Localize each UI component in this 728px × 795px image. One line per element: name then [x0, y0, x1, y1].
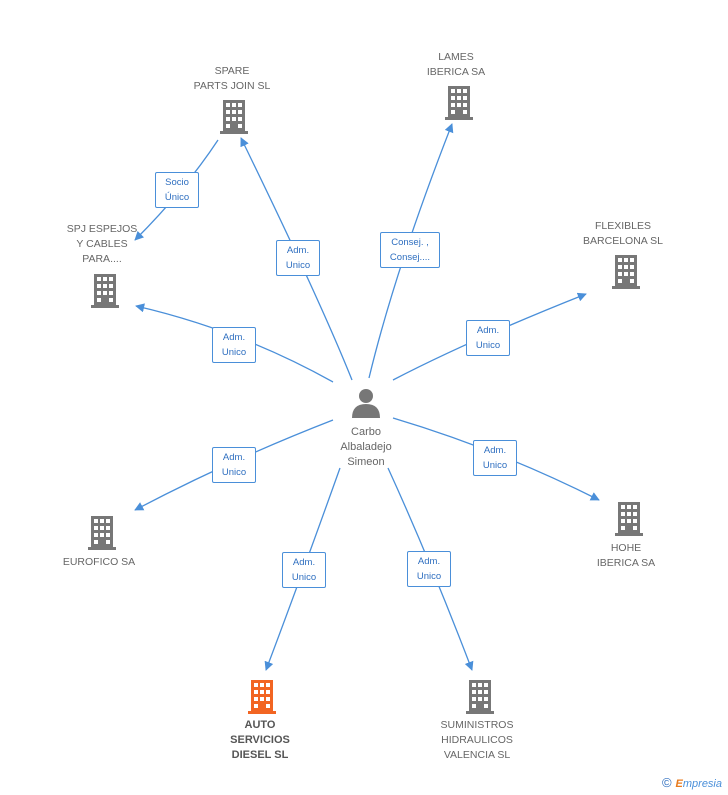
company-name-suministros[interactable]: SUMINISTROS HIDRAULICOS VALENCIA SL: [440, 719, 514, 761]
person-name[interactable]: Carbo Albaladejo Simeon: [340, 426, 392, 468]
company-name-lames[interactable]: LAMES IBERICA SA: [426, 51, 486, 78]
company-name-hohe[interactable]: HOHE IBERICA SA: [596, 542, 656, 569]
building-icon-hohe[interactable]: [615, 502, 643, 536]
relation-label-person-auto[interactable]: Adm. Unico: [282, 552, 326, 588]
relation-label-person-spare[interactable]: Adm. Unico: [276, 240, 320, 276]
building-icon-lames[interactable]: [445, 86, 473, 120]
brand-initial: E: [675, 778, 683, 790]
edge-person-spare: [240, 137, 353, 381]
brand-name: mpresia: [682, 778, 722, 790]
company-name-auto[interactable]: AUTO SERVICIOS DIESEL SL: [230, 719, 290, 761]
relation-label-spare-spj[interactable]: Socio Único: [155, 172, 199, 208]
empresia-footer: ©Empresia: [662, 775, 722, 790]
copyright-icon: ©: [661, 775, 672, 790]
relation-label-person-lames[interactable]: Consej. , Consej....: [380, 232, 440, 268]
person-icon[interactable]: [352, 389, 380, 418]
building-icon-spj[interactable]: [91, 274, 119, 308]
building-icon-suministros[interactable]: [466, 680, 494, 714]
company-name-spare[interactable]: SPARE PARTS JOIN SL: [193, 65, 271, 92]
building-icon-spare[interactable]: [220, 100, 248, 134]
company-name-spj[interactable]: SPJ ESPEJOS Y CABLES PARA....: [66, 223, 138, 265]
relation-label-person-spj[interactable]: Adm. Unico: [212, 327, 256, 363]
relation-label-person-eurofico[interactable]: Adm. Unico: [212, 447, 256, 483]
relation-label-person-suministros[interactable]: Adm. Unico: [407, 551, 451, 587]
building-icon-eurofico[interactable]: [88, 516, 116, 550]
company-name-eurofico[interactable]: EUROFICO SA: [62, 556, 136, 568]
building-icon-auto[interactable]: [248, 680, 276, 714]
relation-label-person-flexibles[interactable]: Adm. Unico: [466, 320, 510, 356]
relation-label-person-hohe[interactable]: Adm. Unico: [473, 440, 517, 476]
company-name-flexibles[interactable]: FLEXIBLES BARCELONA SL: [583, 220, 663, 247]
building-icon-flexibles[interactable]: [612, 255, 640, 289]
